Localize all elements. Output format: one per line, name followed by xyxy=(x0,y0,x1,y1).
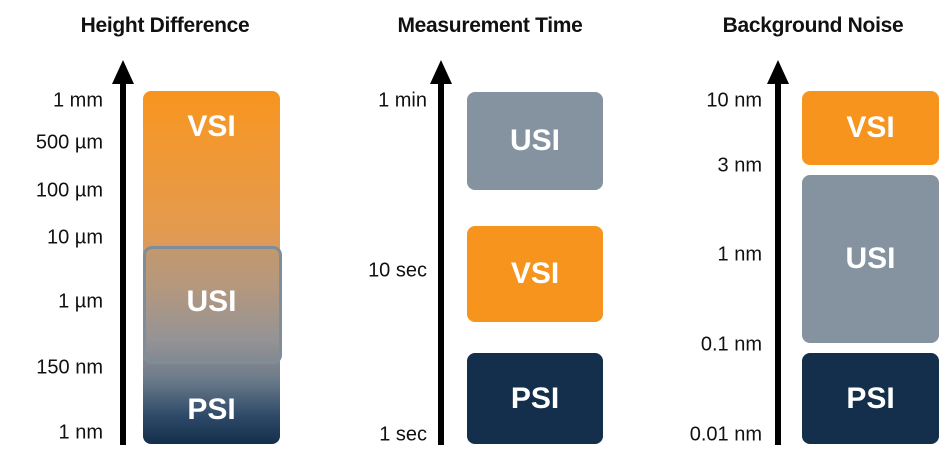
height-tick: 1 µm xyxy=(58,290,103,313)
height-tick: 500 µm xyxy=(35,131,103,154)
height-difference-title: Height Difference xyxy=(80,14,250,37)
time-axis xyxy=(438,82,444,445)
height-gradient-bar xyxy=(143,91,280,444)
time-tick: 1 sec xyxy=(379,423,427,446)
height-usi-overlay xyxy=(143,246,282,364)
time-tick: 10 sec xyxy=(368,259,427,282)
height-tick: 10 µm xyxy=(47,226,103,249)
noise-tick: 10 nm xyxy=(706,89,762,112)
time-psi-box: PSI xyxy=(467,353,603,444)
time-usi-box: USI xyxy=(467,92,603,190)
time-vsi-box: VSI xyxy=(467,226,603,322)
noise-axis-arrowhead xyxy=(767,60,789,84)
measurement-time-title: Measurement Time xyxy=(397,14,583,37)
height-tick: 1 nm xyxy=(58,421,103,444)
noise-usi-box: USI xyxy=(802,175,939,343)
time-axis-arrowhead xyxy=(430,60,452,84)
height-psi-label: PSI xyxy=(187,393,236,426)
noise-vsi-box: VSI xyxy=(802,91,939,165)
noise-tick: 1 nm xyxy=(717,243,762,266)
height-tick: 1 mm xyxy=(53,89,103,112)
noise-psi-box: PSI xyxy=(802,353,939,444)
noise-axis xyxy=(775,82,781,445)
height-vsi-label: VSI xyxy=(187,110,236,143)
background-noise-title: Background Noise xyxy=(722,14,904,37)
noise-tick: 0.1 nm xyxy=(700,333,762,356)
height-tick: 150 nm xyxy=(36,356,103,379)
noise-tick: 0.01 nm xyxy=(689,423,762,446)
height-axis-arrowhead xyxy=(112,60,134,84)
time-tick: 1 min xyxy=(378,89,427,112)
height-usi-label: USI xyxy=(186,285,237,318)
height-tick: 100 µm xyxy=(35,179,103,202)
noise-tick: 3 nm xyxy=(717,154,762,177)
height-axis xyxy=(120,82,126,445)
